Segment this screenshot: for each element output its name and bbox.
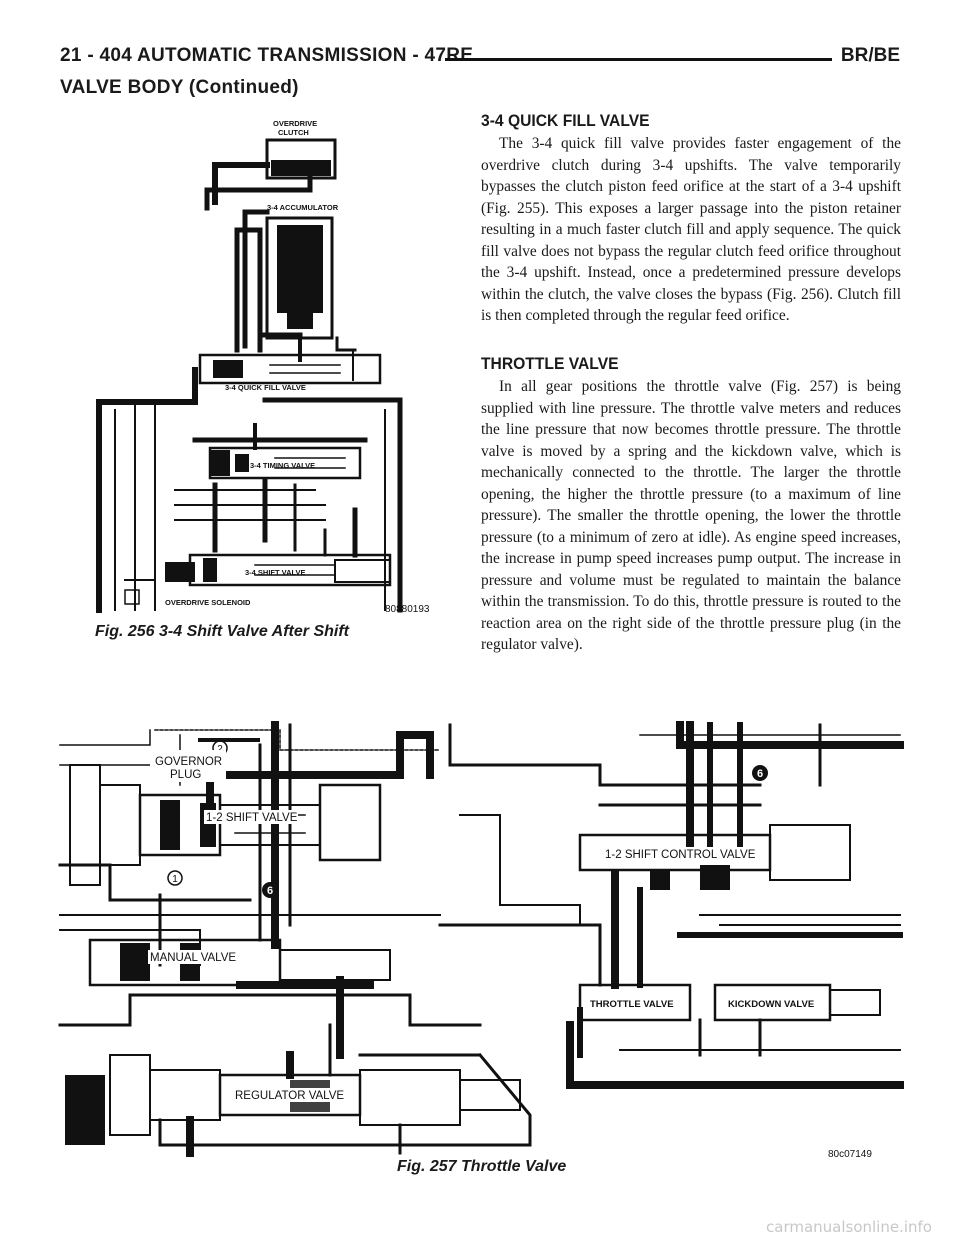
section-continued-title: VALVE BODY (Continued) <box>60 77 299 98</box>
label-overdrive: OVERDRIVE <box>273 119 317 128</box>
label-1-2-shift-valve: 1-2 SHIFT VALVE <box>206 812 298 824</box>
paragraph-quick-fill-valve: The 3-4 quick fill valve provides faster… <box>481 135 901 324</box>
label-throttle-valve: THROTTLE VALVE <box>590 999 674 1010</box>
figure-257-code: 80c07149 <box>828 1149 872 1160</box>
label-plug: PLUG <box>170 769 201 781</box>
label-clutch: CLUTCH <box>278 128 309 137</box>
watermark: carmanualsonline.info <box>766 1218 932 1236</box>
callout-2: 2 <box>217 744 223 755</box>
paragraph-throttle-valve: In all gear positions the throttle valve… <box>481 378 901 653</box>
callout-6-right: 6 <box>757 768 763 780</box>
figure-256-code: 80880193 <box>385 604 430 615</box>
label-kickdown-valve: KICKDOWN VALVE <box>728 999 814 1010</box>
label-1-2-shift-control-valve: 1-2 SHIFT CONTROL VALVE <box>605 849 756 861</box>
label-regulator-valve: REGULATOR VALVE <box>235 1090 344 1102</box>
label-accumulator: 3-4 ACCUMULATOR <box>267 203 339 212</box>
label-overdrive-solenoid: OVERDRIVE SOLENOID <box>165 598 251 607</box>
callout-6-left: 6 <box>267 885 273 897</box>
label-quick-fill-valve: 3-4 QUICK FILL VALVE <box>225 383 306 392</box>
heading-quick-fill-valve: 3-4 QUICK FILL VALVE <box>481 111 650 130</box>
figure-256-diagram: OVERDRIVE CLUTCH 3-4 ACCUMULATOR 3-4 QUI… <box>96 119 430 615</box>
label-timing-valve: 3-4 TIMING VALVE <box>250 461 315 470</box>
section-quick-fill-valve: 3-4 QUICK FILL VALVE The 3-4 quick fill … <box>481 111 901 327</box>
heading-throttle-valve: THROTTLE VALVE <box>481 354 619 373</box>
label-manual-valve: MANUAL VALVE <box>150 952 236 964</box>
label-shift-valve: 3-4 SHIFT VALVE <box>245 568 306 577</box>
figure-256-caption: Fig. 256 3-4 Shift Valve After Shift <box>95 623 349 640</box>
figure-257-diagram: 6 6 2 1 GOVERNOR PLUG 1-2 SHIFT VALVE MA… <box>58 721 904 1160</box>
page-header-model: BR/BE <box>840 45 900 66</box>
page-header-title: 21 - 404 AUTOMATIC TRANSMISSION - 47RE <box>60 45 474 66</box>
section-throttle-valve: THROTTLE VALVE In all gear positions the… <box>481 354 901 656</box>
header-rule <box>445 58 832 61</box>
label-governor: GOVERNOR <box>155 756 222 768</box>
callout-1: 1 <box>172 874 178 885</box>
figure-257-caption: Fig. 257 Throttle Valve <box>397 1158 567 1175</box>
